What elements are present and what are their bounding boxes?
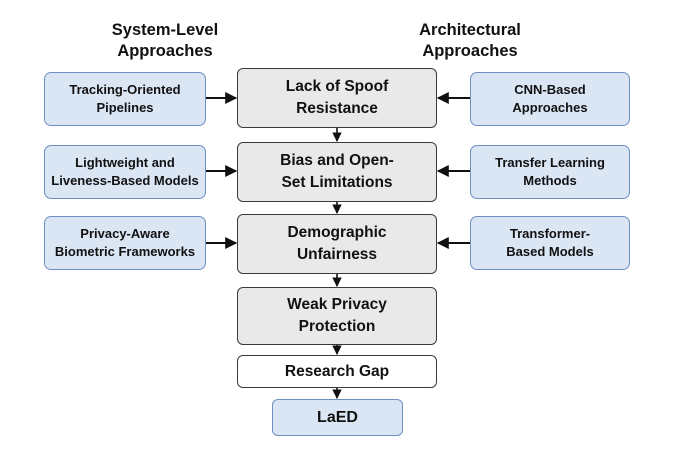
box-transformer-based-models: Transformer-Based Models bbox=[470, 216, 630, 270]
box-laed: LaED bbox=[272, 399, 403, 436]
box-bias-open-set-limitations: Bias and Open-Set Limitations bbox=[237, 142, 437, 202]
header-system-level: System-Level Approaches bbox=[111, 21, 219, 60]
box-research-gap: Research Gap bbox=[237, 355, 437, 388]
header-architectural: Architectural Approaches bbox=[419, 21, 521, 60]
